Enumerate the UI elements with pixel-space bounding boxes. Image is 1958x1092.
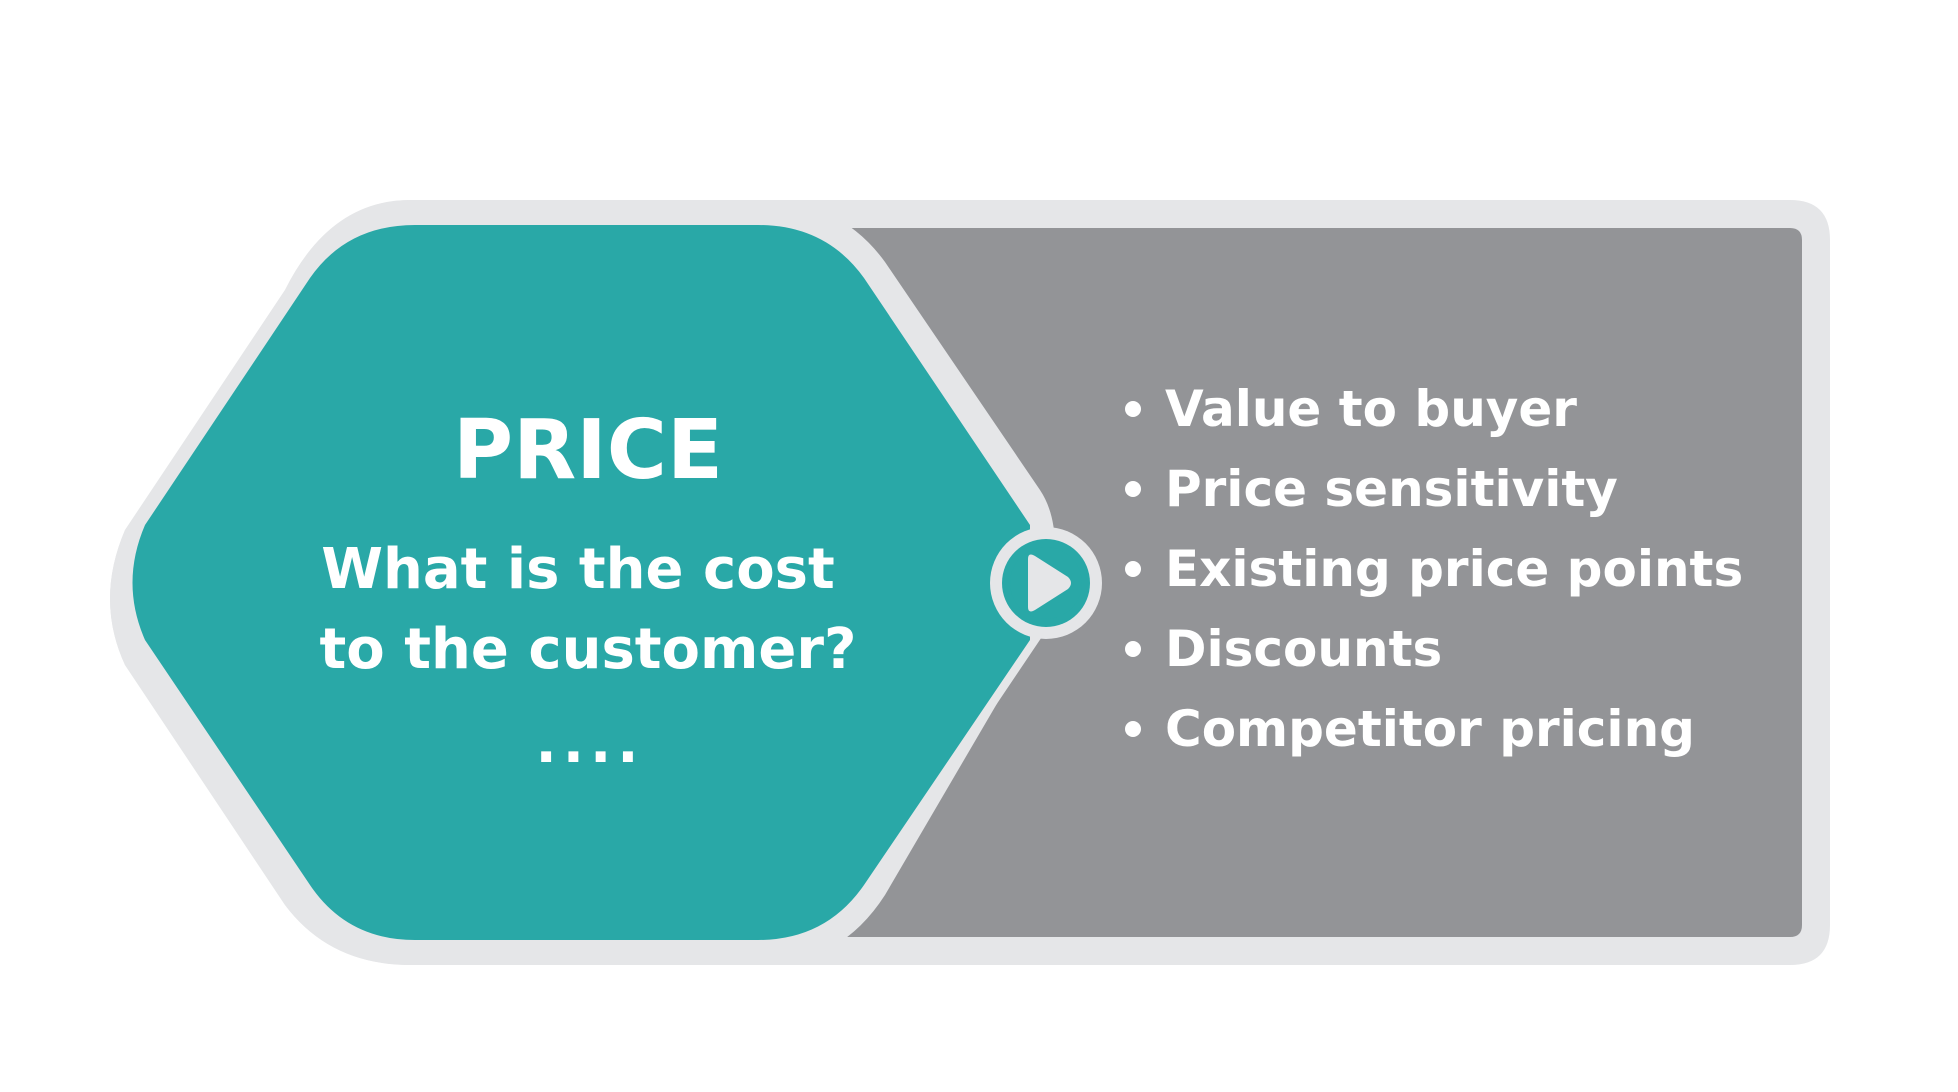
factor-label: Existing price points — [1165, 540, 1743, 598]
factors-panel — [840, 228, 1802, 937]
connector — [990, 527, 1102, 639]
bullet-dot — [1125, 481, 1141, 497]
factor-item: Price sensitivity — [1125, 460, 1618, 518]
factor-label: Discounts — [1165, 620, 1442, 678]
play-icon — [1028, 554, 1071, 612]
bullet-dot — [1125, 561, 1141, 577]
factor-item: Competitor pricing — [1125, 700, 1695, 758]
factor-label: Price sensitivity — [1165, 460, 1618, 518]
bullet-dot — [1125, 641, 1141, 657]
bullet-dot — [1125, 401, 1141, 417]
bullet-dot — [1125, 721, 1141, 737]
factor-label: Competitor pricing — [1165, 700, 1695, 758]
factor-label: Value to buyer — [1165, 380, 1577, 438]
panel-title: PRICE — [453, 403, 723, 498]
factor-item: Value to buyer — [1125, 380, 1577, 438]
price-hexagon — [132, 225, 1030, 940]
panel-continuation: .... — [535, 711, 644, 776]
factor-item: Discounts — [1125, 620, 1442, 678]
panel-question-line1: What is the cost — [321, 537, 835, 602]
panel-question-line2: to the customer? — [320, 617, 857, 682]
factor-item: Existing price points — [1125, 540, 1743, 598]
